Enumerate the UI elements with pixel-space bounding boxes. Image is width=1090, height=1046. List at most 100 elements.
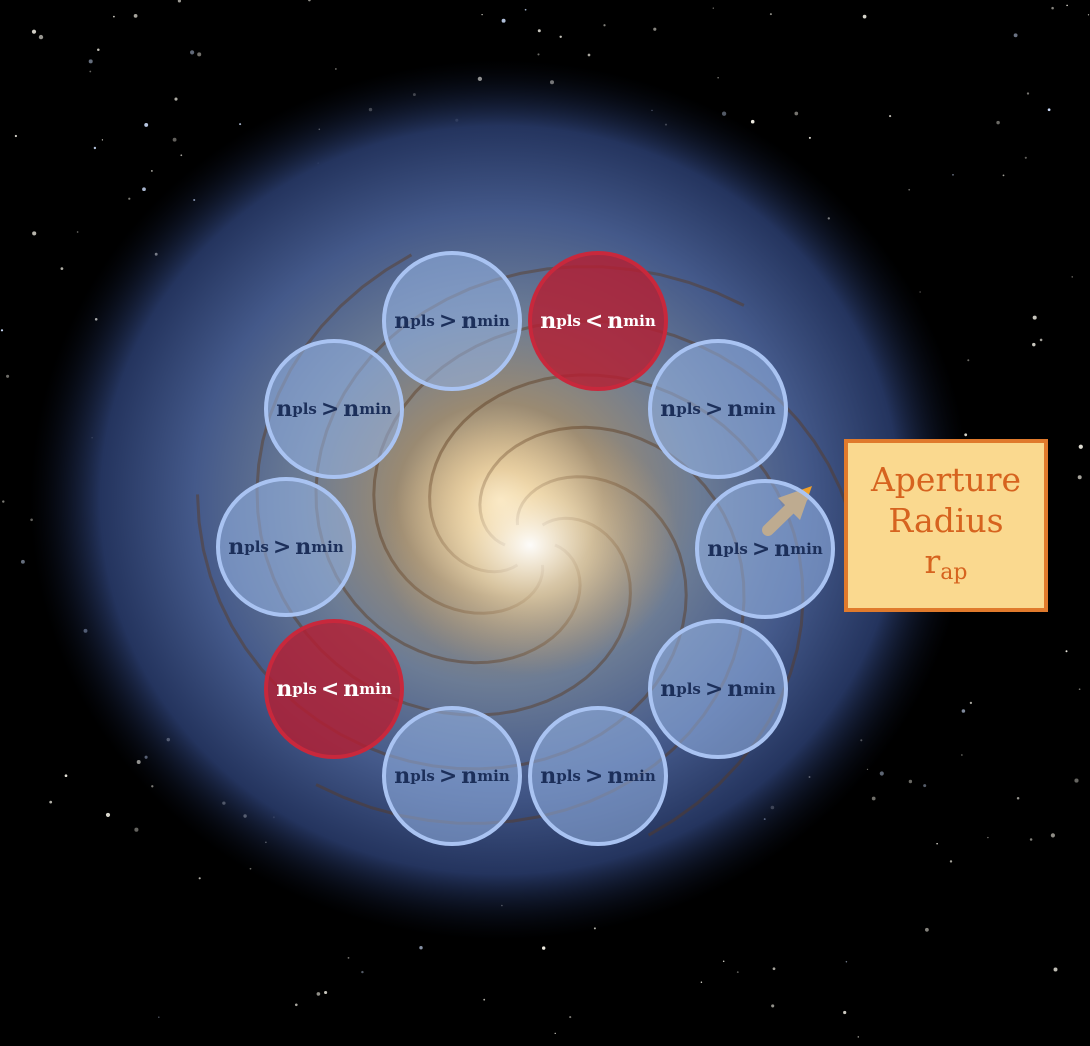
count-subscript: pls	[676, 400, 701, 418]
star	[653, 27, 657, 31]
star	[38, 34, 44, 40]
star	[587, 53, 591, 57]
threshold-subscript: min	[623, 312, 656, 330]
star	[964, 433, 968, 437]
star	[969, 701, 973, 705]
star	[133, 14, 138, 18]
star	[180, 154, 183, 157]
star	[324, 990, 328, 995]
star	[419, 945, 423, 950]
star	[1026, 92, 1030, 95]
star	[717, 77, 719, 79]
star	[20, 559, 25, 564]
threshold-subscript: min	[477, 767, 510, 785]
star	[537, 29, 541, 33]
star	[769, 13, 772, 16]
threshold-variable: n	[461, 763, 478, 789]
count-subscript: pls	[410, 767, 435, 785]
star	[862, 14, 867, 19]
count-subscript: pls	[244, 538, 269, 556]
star	[996, 120, 1000, 125]
star	[1078, 688, 1081, 691]
radius-symbol-variable: r	[924, 541, 941, 581]
star	[537, 53, 540, 56]
star	[524, 8, 527, 11]
count-variable: n	[540, 763, 557, 789]
star	[1053, 967, 1058, 972]
star	[700, 981, 703, 984]
threshold-subscript: min	[743, 680, 776, 698]
star	[1039, 338, 1043, 342]
star	[1013, 33, 1018, 38]
galaxy-core	[380, 415, 680, 675]
threshold-variable: n	[295, 534, 312, 560]
radius-label-line2: Radius	[888, 500, 1004, 540]
star	[879, 771, 884, 776]
star	[308, 0, 311, 2]
threshold-variable: n	[727, 396, 744, 422]
star	[908, 779, 913, 784]
star	[1074, 778, 1079, 783]
star	[736, 971, 739, 973]
star	[101, 139, 104, 141]
star	[113, 15, 115, 18]
star	[198, 877, 201, 880]
star	[952, 174, 954, 176]
star	[97, 48, 100, 52]
star	[923, 784, 927, 788]
star	[2, 500, 5, 503]
star	[177, 0, 181, 3]
threshold-variable: n	[461, 308, 478, 334]
threshold-subscript: min	[623, 767, 656, 785]
count-variable: n	[660, 676, 677, 702]
star	[481, 13, 483, 16]
count-subscript: pls	[676, 680, 701, 698]
count-subscript: pls	[723, 540, 748, 558]
count-variable: n	[394, 763, 411, 789]
star	[1051, 6, 1054, 10]
star	[128, 197, 131, 200]
count-variable: n	[394, 308, 411, 334]
star	[347, 956, 350, 959]
star	[239, 123, 242, 126]
star	[483, 998, 486, 1001]
star	[49, 800, 53, 804]
threshold-subscript: min	[311, 538, 344, 556]
threshold-subscript: min	[743, 400, 776, 418]
threshold-subscript: min	[790, 540, 823, 558]
count-subscript: pls	[292, 400, 317, 418]
star	[722, 960, 725, 963]
star	[967, 359, 970, 362]
comparison-operator: <	[320, 676, 340, 702]
star	[361, 970, 364, 974]
star	[316, 992, 321, 996]
star	[1078, 444, 1083, 449]
star	[794, 111, 799, 116]
threshold-variable: n	[343, 396, 360, 422]
star	[908, 188, 911, 191]
star	[335, 68, 337, 70]
threshold-variable: n	[774, 536, 791, 562]
star	[1087, 14, 1090, 16]
star	[771, 1004, 775, 1008]
star	[1066, 4, 1068, 7]
star	[134, 827, 139, 832]
star	[32, 231, 37, 236]
star	[172, 137, 177, 142]
threshold-variable: n	[343, 676, 360, 702]
star	[542, 946, 546, 950]
star	[559, 35, 562, 39]
comparison-operator: >	[438, 763, 458, 789]
star	[1077, 475, 1082, 480]
comparison-operator: >	[704, 396, 724, 422]
star	[1065, 650, 1068, 653]
star	[949, 860, 953, 863]
comparison-operator: >	[584, 763, 604, 789]
